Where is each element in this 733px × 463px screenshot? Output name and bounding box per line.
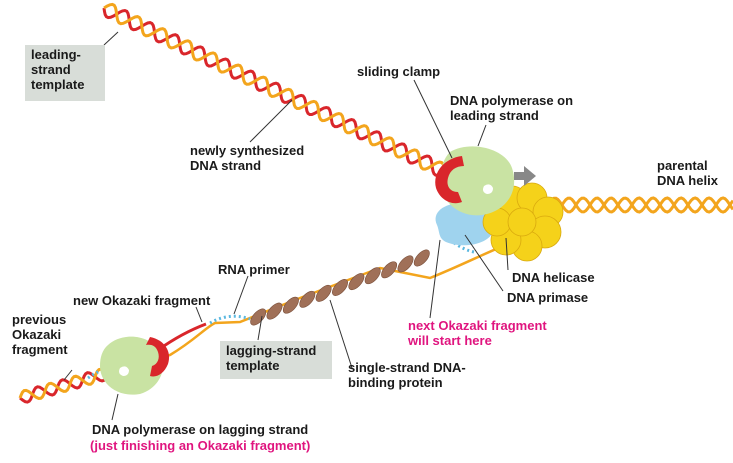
leading-strand-helix bbox=[102, 2, 466, 187]
label-line: DNA helix bbox=[657, 173, 718, 188]
label-line: template bbox=[31, 77, 85, 92]
ssb-protein-unit bbox=[348, 273, 365, 291]
leader-helicase bbox=[505, 237, 509, 271]
leader-lagging-template bbox=[257, 315, 263, 341]
leader-rna-primer bbox=[233, 275, 249, 315]
new-okazaki-fragment-label: new Okazaki fragment bbox=[73, 293, 211, 308]
newly-synthesized-strand bbox=[103, 2, 466, 183]
parental-helix-label: parental DNA helix bbox=[657, 158, 718, 188]
fork-direction-arrow bbox=[514, 166, 536, 186]
label-line: binding protein bbox=[348, 375, 443, 390]
parental-helix bbox=[546, 196, 733, 214]
label-line: next Okazaki fragment bbox=[408, 318, 547, 333]
ssb-protein-unit bbox=[397, 255, 414, 273]
label-line: Okazaki bbox=[12, 327, 62, 342]
leading-template-strand bbox=[102, 7, 461, 187]
dna-polymerase-lagging-label: DNA polymerase on lagging strand bbox=[92, 422, 309, 437]
helicase-subunit bbox=[507, 207, 537, 237]
lagging-template-strand bbox=[18, 367, 115, 401]
leader-sliding-clamp bbox=[413, 79, 453, 159]
ssb-protein-unit bbox=[332, 279, 348, 296]
label-line: DNA strand bbox=[190, 158, 262, 173]
leader-ssb bbox=[329, 299, 353, 369]
lagging-strand-template-label: lagging-strand template bbox=[220, 341, 332, 379]
label-line: template bbox=[226, 358, 280, 373]
ssb-protein-unit bbox=[413, 249, 430, 267]
dna-primase-label: DNA primase bbox=[507, 290, 589, 305]
polymerase-leading-pocket bbox=[483, 184, 493, 194]
ssb-protein-label: single-strand DNA- binding protein bbox=[348, 360, 466, 390]
label-line: previous bbox=[12, 312, 67, 327]
ssb-protein-unit bbox=[381, 261, 398, 279]
okazaki-fragment-strand bbox=[19, 366, 112, 404]
sliding-clamp-label: sliding clamp bbox=[357, 64, 441, 79]
leader-newly-synth bbox=[249, 99, 293, 143]
label-line: lagging-strand bbox=[226, 343, 317, 358]
label-leader-lines bbox=[63, 31, 509, 421]
label-line: leading- bbox=[31, 47, 81, 62]
label-line: DNA polymerase on bbox=[450, 93, 574, 108]
leading-strand-template-label: leading- strand template bbox=[25, 45, 105, 101]
dna-polymerase-lagging bbox=[100, 336, 164, 395]
leader-prev-okazaki bbox=[63, 369, 73, 381]
rna-primer-dots bbox=[209, 314, 251, 325]
ssb-protein-unit bbox=[315, 284, 332, 302]
sliding-clamp-leading bbox=[435, 156, 464, 204]
label-line: fragment bbox=[12, 342, 68, 357]
leader-primase bbox=[464, 234, 504, 292]
leader-new-okazaki bbox=[195, 306, 203, 323]
lagging-strand-helix bbox=[18, 366, 115, 404]
parental-strand-b bbox=[546, 196, 733, 214]
label-line: will start here bbox=[408, 333, 492, 348]
ssb-protein-unit bbox=[282, 296, 299, 314]
label-line: leading strand bbox=[450, 108, 539, 123]
label-line: newly synthesized bbox=[190, 143, 305, 158]
leader-pol-lagging bbox=[111, 393, 119, 421]
ssb-protein-unit bbox=[299, 290, 316, 308]
newly-synthesized-label: newly synthesized DNA strand bbox=[190, 143, 304, 173]
label-line: single-strand DNA- bbox=[348, 360, 466, 375]
label-line: strand bbox=[31, 62, 71, 77]
leader-leading-template bbox=[103, 31, 119, 46]
dna-polymerase-leading-label: DNA polymerase on leading strand bbox=[450, 93, 573, 123]
dna-helicase-label: DNA helicase bbox=[512, 270, 595, 285]
okazaki-finishing-note: (just finishing an Okazaki fragment) bbox=[90, 438, 311, 453]
polymerase-lagging-pocket bbox=[119, 366, 129, 376]
ssb-protein-unit bbox=[266, 302, 283, 320]
next-okazaki-label: next Okazaki fragment will start here bbox=[408, 318, 547, 348]
leader-pol-leading bbox=[477, 124, 487, 147]
ssb-protein-unit bbox=[364, 267, 381, 285]
ssb-protein-unit bbox=[250, 308, 267, 326]
previous-okazaki-label: previous Okazaki fragment bbox=[12, 312, 68, 357]
single-strand-binding-proteins bbox=[250, 249, 430, 326]
sliding-clamp-lagging bbox=[146, 337, 170, 377]
label-line: parental bbox=[657, 158, 708, 173]
leader-next-okazaki bbox=[429, 239, 441, 319]
rna-primer-label: RNA primer bbox=[218, 262, 290, 277]
